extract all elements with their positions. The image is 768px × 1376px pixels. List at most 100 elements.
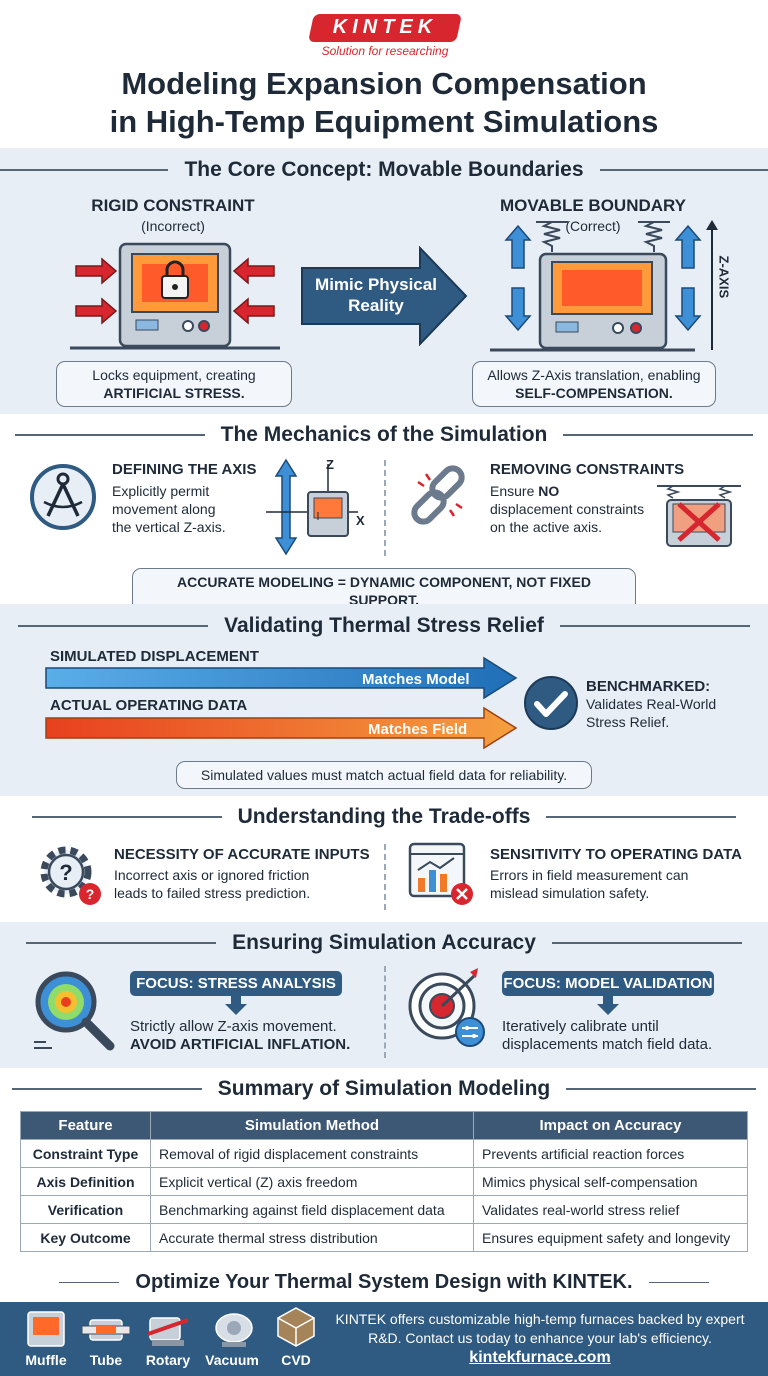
cvd-furnace-icon <box>277 1307 315 1347</box>
footer-url-link[interactable]: kintekfurnace.com <box>469 1349 611 1366</box>
trade-data-heading: SENSITIVITY TO OPERATING DATA <box>490 846 742 863</box>
summary-title: Summary of Simulation Modeling <box>217 1077 551 1100</box>
footer-bar <box>0 1302 768 1376</box>
act-label: ACTUAL OPERATING DATA <box>50 697 248 714</box>
gear-question-icon: ? ? <box>40 846 101 905</box>
vacuum-furnace-icon <box>215 1313 253 1347</box>
table-header: Simulation Method <box>150 1111 474 1140</box>
muffle-furnace-icon <box>27 1311 65 1347</box>
focus-validation-badge: FOCUS: MODEL VALIDATION <box>502 971 714 996</box>
product-cvd[interactable]: CVD <box>281 1352 311 1368</box>
trade-divider <box>384 844 386 910</box>
product-muffle[interactable]: Muffle <box>25 1352 67 1368</box>
page-title-line2: in High-Temp Equipment Simulations <box>109 104 659 139</box>
focus-stress-arrow <box>225 996 247 1015</box>
sim-label: SIMULATED DISPLACEMENT <box>50 648 259 665</box>
ensure-title: Ensuring Simulation Accuracy <box>232 931 536 954</box>
focus-stress-text: Strictly allow Z-axis movement.AVOID ART… <box>130 1018 351 1053</box>
table-cell: Accurate thermal stress distribution <box>150 1223 474 1252</box>
table-cell: Axis Definition <box>20 1167 151 1196</box>
summary-table: Feature Simulation Method Impact on Accu… <box>20 1111 748 1252</box>
core-title-row: The Core Concept: Movable Boundaries <box>0 158 768 182</box>
target-sliders-icon <box>408 968 485 1047</box>
sim-arrow-text: Matches Model <box>362 671 470 688</box>
logo-tagline: Solution for researching <box>321 44 449 58</box>
table-cell: Ensures equipment safety and longevity <box>473 1223 748 1252</box>
page-title-line1: Modeling Expansion Compensation <box>121 66 647 101</box>
table-cell: Key Outcome <box>20 1223 151 1252</box>
movable-furnace-illustration <box>490 220 718 352</box>
table-header: Feature <box>20 1111 151 1140</box>
mech-axis-heading: DEFINING THE AXIS <box>112 461 257 478</box>
ensure-divider <box>384 966 386 1058</box>
mech-title: The Mechanics of the Simulation <box>220 423 548 446</box>
tube-furnace-icon <box>82 1319 130 1341</box>
cta-title: Optimize Your Thermal System Design with… <box>135 1271 633 1293</box>
table-cell: Benchmarking against field displacement … <box>150 1195 474 1224</box>
mimic-arrow-shape <box>301 246 468 346</box>
trade-inputs-heading: NECESSITY OF ACCURATE INPUTS <box>114 846 370 863</box>
rigid-sub: (Incorrect) <box>141 218 205 234</box>
table-cell: Constraint Type <box>20 1139 151 1168</box>
focus-stress-badge: FOCUS: STRESS ANALYSIS <box>130 971 342 996</box>
axis-diagram <box>266 458 358 556</box>
table-cell: Prevents artificial reaction forces <box>473 1139 748 1168</box>
core-title: The Core Concept: Movable Boundaries <box>184 158 584 181</box>
table-cell: Validates real-world stress relief <box>473 1195 748 1224</box>
mech-title-row: The Mechanics of the Simulation <box>0 423 768 447</box>
rigid-furnace-illustration <box>70 242 280 350</box>
magnifier-heatmap-icon <box>34 971 115 1051</box>
removed-constraint-illustration <box>657 485 741 547</box>
table-header-row: Feature Simulation Method Impact on Accu… <box>20 1111 748 1140</box>
checkmark-icon <box>524 676 578 730</box>
svg-text:?: ? <box>59 860 72 885</box>
act-arrow <box>45 706 518 750</box>
focus-validation-arrow <box>597 996 619 1015</box>
mech-constraint-heading: REMOVING CONSTRAINTS <box>490 461 685 478</box>
table-cell: Verification <box>20 1195 151 1224</box>
summary-title-row: Summary of Simulation Modeling <box>0 1077 768 1101</box>
movable-sub: (Correct) <box>565 218 621 234</box>
ensure-title-row: Ensuring Simulation Accuracy <box>0 931 768 955</box>
mech-divider <box>384 460 386 556</box>
trade-title: Understanding the Trade-offs <box>237 805 531 828</box>
valid-title-row: Validating Thermal Stress Relief <box>0 614 768 638</box>
cta-title-row: Optimize Your Thermal System Design with… <box>0 1271 768 1294</box>
act-arrow-text: Matches Field <box>368 721 468 738</box>
product-vacuum[interactable]: Vacuum <box>205 1352 259 1368</box>
movable-heading: MOVABLE BOUNDARY <box>499 196 687 215</box>
trade-title-row: Understanding the Trade-offs <box>0 805 768 829</box>
chart-error-icon <box>408 842 473 905</box>
table-cell: Removal of rigid displacement constraint… <box>150 1139 474 1168</box>
table-cell: Explicit vertical (Z) axis freedom <box>150 1167 474 1196</box>
valid-note: Simulated values must match actual field… <box>176 761 592 789</box>
svg-text:?: ? <box>86 886 95 902</box>
product-rotary[interactable]: Rotary <box>145 1352 191 1368</box>
broken-chain-icon <box>411 465 465 525</box>
axis-x-label: X <box>356 513 365 528</box>
product-tube[interactable]: Tube <box>89 1352 123 1368</box>
rigid-heading: RIGID CONSTRAINT <box>91 196 255 215</box>
compass-icon <box>30 464 96 530</box>
rotary-furnace-icon <box>147 1317 189 1346</box>
table-header: Impact on Accuracy <box>473 1111 748 1140</box>
table-cell: Mimics physical self-compensation <box>473 1167 748 1196</box>
z-axis-label: Z-AXIS <box>716 255 732 299</box>
axis-z-label: Z <box>326 457 334 472</box>
footer-text: KINTEK offers customizable high-temp fur… <box>335 1311 745 1346</box>
valid-title: Validating Thermal Stress Relief <box>224 614 544 637</box>
logo-brand: KINTEK <box>332 16 438 38</box>
